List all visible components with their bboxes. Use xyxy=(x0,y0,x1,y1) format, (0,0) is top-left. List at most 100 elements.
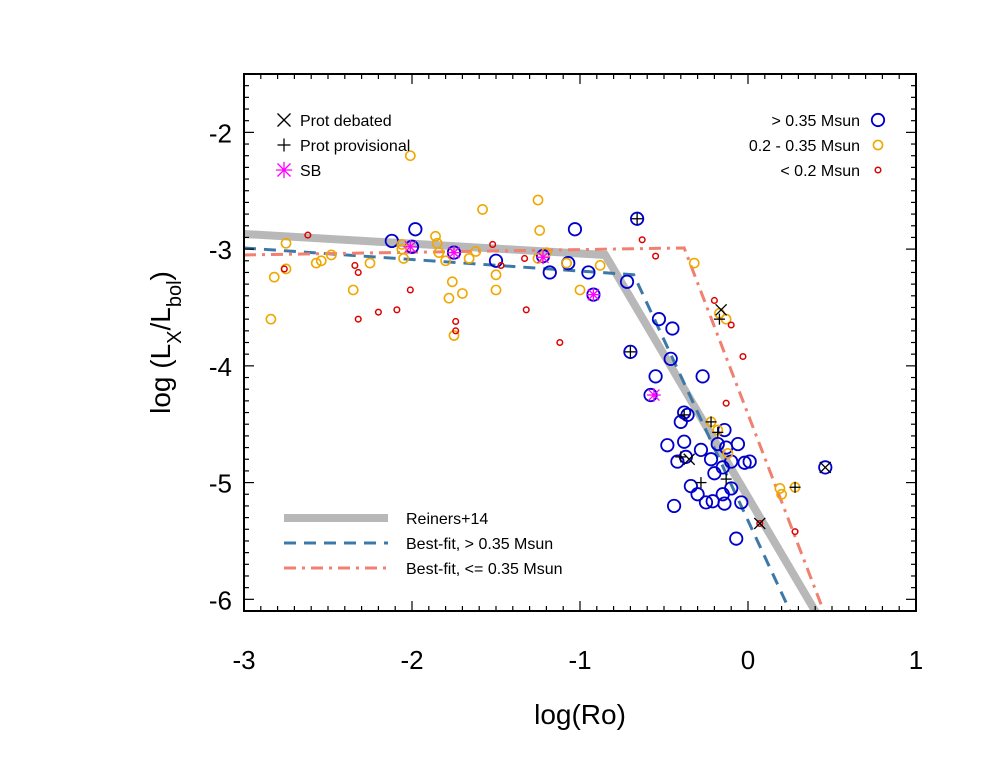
scatter-point xyxy=(730,436,746,452)
scatter-point xyxy=(724,481,739,496)
scatter-point xyxy=(398,253,409,264)
legend-mass-symbol xyxy=(874,166,882,174)
scatter-point xyxy=(490,269,502,281)
scatter-point xyxy=(630,211,645,226)
y-label-sub-x: X xyxy=(164,331,186,344)
scatter-point xyxy=(374,308,382,316)
scatter-point xyxy=(594,260,606,271)
marker-x xyxy=(819,461,832,474)
legend-line-label: Reiners+14 xyxy=(406,511,488,528)
y-tick-label: -6 xyxy=(209,585,232,615)
scatter-point xyxy=(619,274,635,289)
scatter-point xyxy=(452,317,460,326)
scatter-point xyxy=(408,222,423,237)
marker-x xyxy=(715,303,728,316)
scatter-point xyxy=(663,351,678,366)
fit-line xyxy=(244,246,792,611)
scatter-point xyxy=(722,399,730,407)
scatter-point xyxy=(666,498,682,514)
scatter-point xyxy=(490,284,502,296)
legend-mass-symbol xyxy=(872,139,884,151)
y-tick-label: -2 xyxy=(209,118,232,148)
scatter-point xyxy=(717,496,732,511)
scatter-point xyxy=(497,261,505,270)
fit-lines xyxy=(244,229,826,611)
scatter-point xyxy=(280,265,288,273)
scatter-point xyxy=(304,231,312,239)
marker-plus xyxy=(675,451,687,463)
scatter-point xyxy=(729,531,744,546)
scatter-point xyxy=(310,257,322,269)
scatter-point xyxy=(690,487,705,502)
scatter-point xyxy=(677,434,692,449)
scatter-point xyxy=(315,255,327,267)
marker-x xyxy=(753,517,766,530)
x-tick-label: 1 xyxy=(909,645,923,675)
scatter-point xyxy=(477,204,488,215)
marker-plus xyxy=(695,477,707,489)
marker-plus xyxy=(631,213,643,225)
y-label-suffix: ) xyxy=(145,271,176,280)
scatter-point xyxy=(774,483,786,494)
y-tick-label: -5 xyxy=(209,469,232,499)
scatter-point xyxy=(470,246,482,257)
scatter-point xyxy=(648,369,663,384)
scatter-point xyxy=(556,338,564,347)
y-tick-label: -4 xyxy=(209,352,232,382)
scatter-point xyxy=(688,257,700,269)
legend-marker-label: Prot debated xyxy=(300,113,392,130)
scatter-point xyxy=(567,222,583,237)
legend-marker-label: SB xyxy=(300,163,321,180)
scatter-point xyxy=(651,312,667,327)
marker-plus xyxy=(624,346,636,358)
fit-line xyxy=(244,246,826,611)
scatter-point xyxy=(446,276,458,288)
scatter-point xyxy=(818,460,833,475)
scatter-point xyxy=(404,150,416,162)
x-tick-label: 0 xyxy=(741,645,755,675)
scatter-point xyxy=(521,254,529,262)
x-tick-label: -3 xyxy=(232,645,255,675)
scatter-point xyxy=(325,249,337,261)
legend-line-label: Best-fit, > 0.35 Msun xyxy=(406,536,553,553)
legend-mass-label: > 0.35 Msun xyxy=(772,113,861,130)
scatter-point xyxy=(522,306,530,314)
marker-asterisk xyxy=(586,287,601,302)
scatter-point xyxy=(354,268,362,277)
scatter-point xyxy=(542,265,557,280)
scatter-point xyxy=(396,239,408,250)
scatter-point xyxy=(710,296,718,305)
scatter-point xyxy=(347,284,359,296)
marker-asterisk xyxy=(403,239,418,254)
scatter-point xyxy=(623,344,638,359)
marker-plus xyxy=(713,313,725,325)
marker-asterisk xyxy=(647,388,661,402)
scatter-point xyxy=(393,306,401,314)
scatter-point xyxy=(452,327,460,335)
x-tick-label: -1 xyxy=(568,645,591,675)
legend-mass-symbol xyxy=(870,112,886,128)
x-axis-label: log(Ro) xyxy=(534,699,626,730)
scatter-point xyxy=(354,315,362,323)
marker-x xyxy=(683,453,696,466)
scatter-point xyxy=(665,321,680,336)
y-tick-label: -3 xyxy=(209,235,232,265)
marker-plus xyxy=(720,473,732,485)
scatter-point xyxy=(433,247,445,259)
scatter-point xyxy=(791,528,799,536)
marker-asterisk xyxy=(447,245,461,260)
scatter-point xyxy=(574,284,586,296)
scatter-point xyxy=(265,313,277,325)
legend-mass-label: 0.2 - 0.35 Msun xyxy=(749,138,860,155)
marker-asterisk xyxy=(536,250,550,265)
scatter-point xyxy=(673,414,688,429)
y-axis-label: log (LX/Lbol) xyxy=(145,271,186,414)
scatter-point xyxy=(406,286,414,294)
marker-plus xyxy=(277,138,291,152)
scatter-point xyxy=(463,253,475,264)
marker-plus xyxy=(789,481,801,493)
